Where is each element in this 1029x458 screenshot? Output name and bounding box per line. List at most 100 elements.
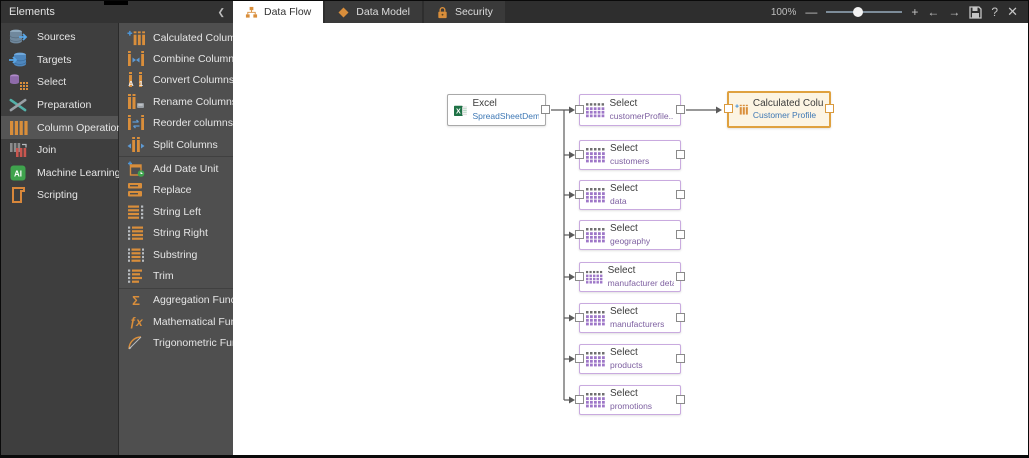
node-subtitle: SpreadSheetDemo I...	[472, 110, 539, 121]
sidebar-item-targets[interactable]: Targets	[1, 49, 118, 72]
op-item-split-columns[interactable]: Split Columns	[119, 134, 259, 155]
node-subtitle: Customer Profile	[752, 110, 817, 121]
op-item-combine-columns[interactable]: Combine Columns	[119, 48, 259, 69]
op-item-string-right[interactable]: String Right	[119, 223, 259, 244]
select-node-geography[interactable]: Select geography	[575, 220, 685, 250]
sidebar-item-scripting[interactable]: Scripting	[1, 184, 118, 207]
tab-data-model[interactable]: Data Model	[325, 1, 422, 23]
op-item-label: Split Columns	[153, 138, 218, 151]
op-item-calculated-column[interactable]: Calculated Column	[119, 27, 259, 48]
output-port[interactable]	[825, 104, 834, 113]
op-item-reorder-columns[interactable]: Reorder columns	[119, 113, 259, 134]
output-port[interactable]	[676, 189, 685, 199]
help-button[interactable]: ?	[991, 5, 999, 19]
data-model-icon	[338, 7, 349, 17]
node-subtitle: manufacturers	[610, 318, 665, 329]
redo-button[interactable]: →	[948, 5, 961, 19]
node-title: Excel	[472, 98, 497, 110]
calculated-column-node[interactable]: Calculated Column... Customer Profile	[724, 91, 834, 128]
tab-security[interactable]: Security	[423, 1, 505, 23]
zoom-in-button[interactable]: +	[911, 5, 919, 19]
node-title: Select	[610, 388, 638, 400]
op-item-replace[interactable]: Replace	[119, 180, 259, 201]
select-node-products[interactable]: Select products	[575, 344, 685, 374]
sidebar-item-label: Select	[37, 76, 67, 89]
select-grid-icon	[586, 310, 605, 325]
targets-icon	[9, 52, 27, 67]
sidebar-item-label: Column Operations	[37, 121, 128, 134]
input-port[interactable]	[575, 149, 584, 159]
zoom-out-button[interactable]: —	[805, 5, 818, 19]
excel-source-node[interactable]: Excel SpreadSheetDemo I...	[447, 94, 550, 126]
data-flow-canvas[interactable]: Excel SpreadSheetDemo I... Select custom…	[233, 23, 1028, 455]
node-title: Select	[607, 265, 636, 277]
elements-header: Elements ❮	[1, 1, 233, 23]
tab-label: Security	[454, 6, 493, 18]
sidebar-item-column-operations[interactable]: Column Operations	[1, 116, 127, 139]
select-grid-icon	[586, 392, 605, 407]
op-item-rename-columns[interactable]: Rename Columns	[119, 91, 259, 112]
input-port[interactable]	[575, 229, 584, 239]
output-port[interactable]	[676, 149, 685, 159]
tab-bar: Data Flow Data Model Security 100% —	[233, 1, 1028, 23]
sidebar-item-select[interactable]: Select	[1, 71, 118, 94]
sidebar-item-machine-learning[interactable]: AI Machine Learning	[1, 162, 120, 185]
input-port[interactable]	[575, 394, 584, 404]
select-node-data[interactable]: Select data	[575, 180, 685, 210]
output-port[interactable]	[676, 312, 685, 322]
select-node-manufacturer-details[interactable]: Select manufacturer deta...	[575, 262, 685, 292]
collapse-chevron-icon[interactable]: ❮	[217, 6, 225, 17]
op-item-label: Substring	[153, 248, 198, 261]
op-item-substring[interactable]: Substring	[119, 244, 259, 265]
node-title: Select	[610, 347, 638, 359]
output-port[interactable]	[676, 229, 685, 239]
output-port[interactable]	[676, 394, 685, 404]
security-icon	[438, 6, 447, 18]
tab-data-flow[interactable]: Data Flow	[233, 1, 324, 23]
op-item-string-left[interactable]: String Left	[119, 201, 259, 222]
output-port[interactable]	[676, 104, 685, 114]
op-item-label: Trigonometric Functi...	[153, 337, 258, 350]
data-flow-icon	[245, 6, 258, 18]
input-port[interactable]	[575, 189, 584, 199]
operations-group-divider	[119, 156, 259, 158]
output-port[interactable]	[541, 104, 550, 114]
sidebar-item-sources[interactable]: Sources	[1, 26, 118, 49]
op-item-convert-columns[interactable]: A 1 Convert Columns	[119, 70, 259, 91]
node-title: Select	[609, 98, 638, 110]
node-title: Select	[610, 143, 638, 155]
string-right-icon	[128, 226, 143, 241]
input-port[interactable]	[575, 104, 584, 114]
select-node-customerprofile[interactable]: Select customerProfile...	[575, 94, 685, 126]
op-item-mathematical-function[interactable]: ƒx Mathematical Function	[119, 311, 258, 332]
select-node-manufacturers[interactable]: Select manufacturers	[575, 303, 685, 333]
op-item-trim[interactable]: Trim	[119, 265, 259, 286]
save-icon[interactable]	[969, 5, 983, 19]
output-port[interactable]	[676, 353, 685, 363]
zoom-slider-handle[interactable]	[852, 7, 863, 17]
window-notch	[104, 1, 128, 5]
sidebar-item-join[interactable]: Join	[1, 139, 118, 162]
select-node-customers[interactable]: Select customers	[575, 140, 685, 170]
sidebar-item-preparation[interactable]: Preparation	[1, 94, 118, 117]
elements-sidebar: Elements ❮ Sources	[1, 1, 259, 455]
zoom-slider-track	[826, 11, 903, 13]
trigonometric-function-icon	[128, 336, 142, 350]
calculated-column-icon	[127, 29, 145, 46]
input-port[interactable]	[575, 312, 584, 322]
op-item-trigonometric-function[interactable]: Trigonometric Functi...	[119, 332, 259, 353]
input-port[interactable]	[575, 271, 584, 281]
undo-button[interactable]: ←	[927, 5, 940, 19]
input-port[interactable]	[575, 353, 584, 363]
select-node-promotions[interactable]: Select promotions	[575, 385, 685, 415]
input-port[interactable]	[724, 104, 733, 113]
op-item-label: Aggregation Function	[153, 294, 253, 307]
machine-learning-icon: AI	[10, 165, 26, 181]
output-port[interactable]	[676, 271, 685, 281]
close-button[interactable]: ✕	[1007, 4, 1018, 19]
op-item-aggregation-function[interactable]: Σ Aggregation Function	[119, 290, 259, 311]
op-item-add-date-unit[interactable]: Add Date Unit	[119, 158, 259, 179]
svg-text:1: 1	[139, 79, 143, 88]
zoom-slider[interactable]	[826, 6, 903, 18]
